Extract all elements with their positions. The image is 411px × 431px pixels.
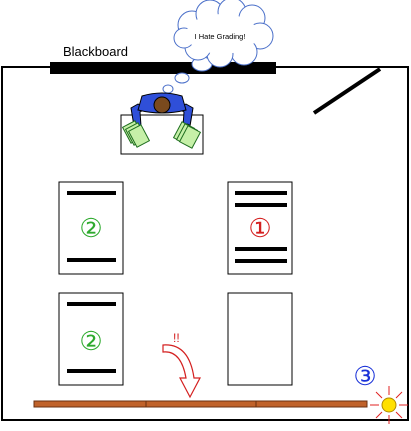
thought-bubble: I Hate Grading! [162,0,274,94]
curved-arrow-icon [162,344,201,399]
desk-bottom-right [227,292,293,386]
light-icon [370,386,408,424]
teacher-head [153,96,171,114]
paper-stack-left [121,120,151,148]
thought-text: I Hate Grading! [195,32,246,41]
desk-top-right: ① [227,181,293,275]
blackboard-label: Blackboard [63,44,128,59]
exclamation-mark: !! [173,331,180,345]
desk-top-right-number: ① [248,213,271,243]
desk-top-left: ② [58,181,124,275]
door [312,67,382,115]
paper-stack-right [172,121,202,149]
desk-top-left-number: ② [79,213,102,243]
shelf [33,400,368,408]
desk-bottom-left-number: ② [79,326,102,356]
corner-number: ③ [353,361,376,391]
desk-bottom-left: ② [58,292,124,386]
